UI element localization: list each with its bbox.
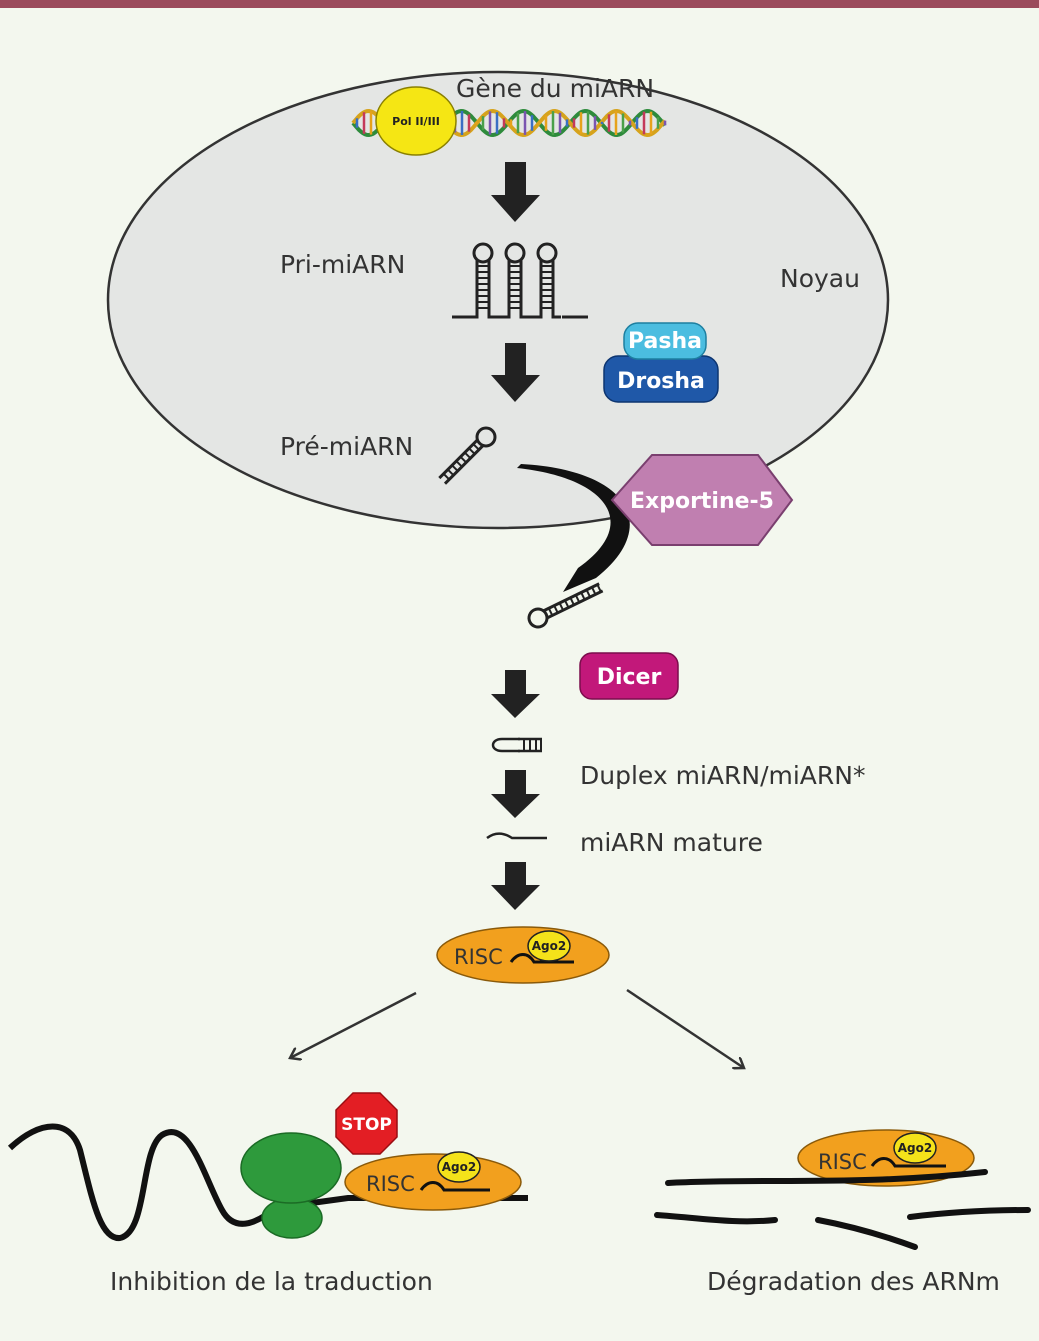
ribosome-large-subunit <box>240 1132 342 1204</box>
risc-label: RISC <box>454 945 503 969</box>
pre-mirna-label: Pré-miARN <box>280 432 413 461</box>
ago2-protein <box>527 930 571 962</box>
risc-right: RISC Ago2 <box>797 1129 975 1187</box>
duplex-structure <box>491 737 542 753</box>
ribosome-small-subunit <box>261 1197 323 1239</box>
risc-right-label: RISC <box>818 1150 867 1174</box>
degraded-mrna-fragments <box>654 1169 1031 1250</box>
arrow-unwinding <box>491 770 540 818</box>
arrow-to-risc <box>491 862 540 910</box>
risc-left: RISC Ago2 <box>344 1151 522 1211</box>
pri-mirna-structure <box>452 242 588 319</box>
drosha-complex: Drosha Pasha <box>603 322 719 403</box>
duplex-label: Duplex miARN/miARN* <box>580 761 865 790</box>
ago2-left-label: Ago2 <box>442 1160 476 1174</box>
pasha-badge <box>623 322 707 360</box>
stop-sign: STOP <box>335 1092 398 1155</box>
arrow-gene-to-pri <box>491 162 540 222</box>
risc-left-label: RISC <box>366 1172 415 1196</box>
pre-mirna-hairpin <box>438 426 497 485</box>
degradation-label: Dégradation des ARNm <box>707 1267 1000 1296</box>
pasha-label: Pasha <box>628 329 702 354</box>
cytoplasm-pre-mirna <box>527 582 604 629</box>
dicer: Dicer <box>579 652 679 700</box>
arrow-to-degradation <box>626 988 744 1068</box>
dicer-label: Dicer <box>597 665 662 690</box>
mrna-left <box>7 1123 528 1241</box>
nucleus-label: Noyau <box>780 264 860 293</box>
mature-mirna-strand <box>486 832 547 840</box>
arrow-dicing <box>491 670 540 718</box>
inhibition-label: Inhibition de la traduction <box>110 1267 433 1296</box>
exportin-5-label: Exportine-5 <box>630 489 774 514</box>
nucleus <box>106 70 890 530</box>
svg-text:Pol II/III: Pol II/III <box>392 115 440 128</box>
top-border <box>0 0 1039 8</box>
exportin-5: Exportine-5 <box>610 454 794 546</box>
arrow-pri-to-pre <box>491 343 540 402</box>
pol-ii-iii-enzyme: Pol II/III <box>375 86 457 156</box>
export-arrow <box>517 464 630 592</box>
gene-label: Gène du miARN <box>456 74 654 103</box>
stop-label: STOP <box>341 1115 392 1135</box>
risc-complex: RISC Ago2 <box>436 926 610 984</box>
drosha-label: Drosha <box>617 369 705 394</box>
ago2-right-label: Ago2 <box>898 1141 932 1155</box>
ago2-label: Ago2 <box>532 939 566 953</box>
arrow-to-inhibition <box>290 991 417 1058</box>
mature-mirna-label: miARN mature <box>580 828 763 857</box>
pri-mirna-label: Pri-miARN <box>280 250 405 279</box>
